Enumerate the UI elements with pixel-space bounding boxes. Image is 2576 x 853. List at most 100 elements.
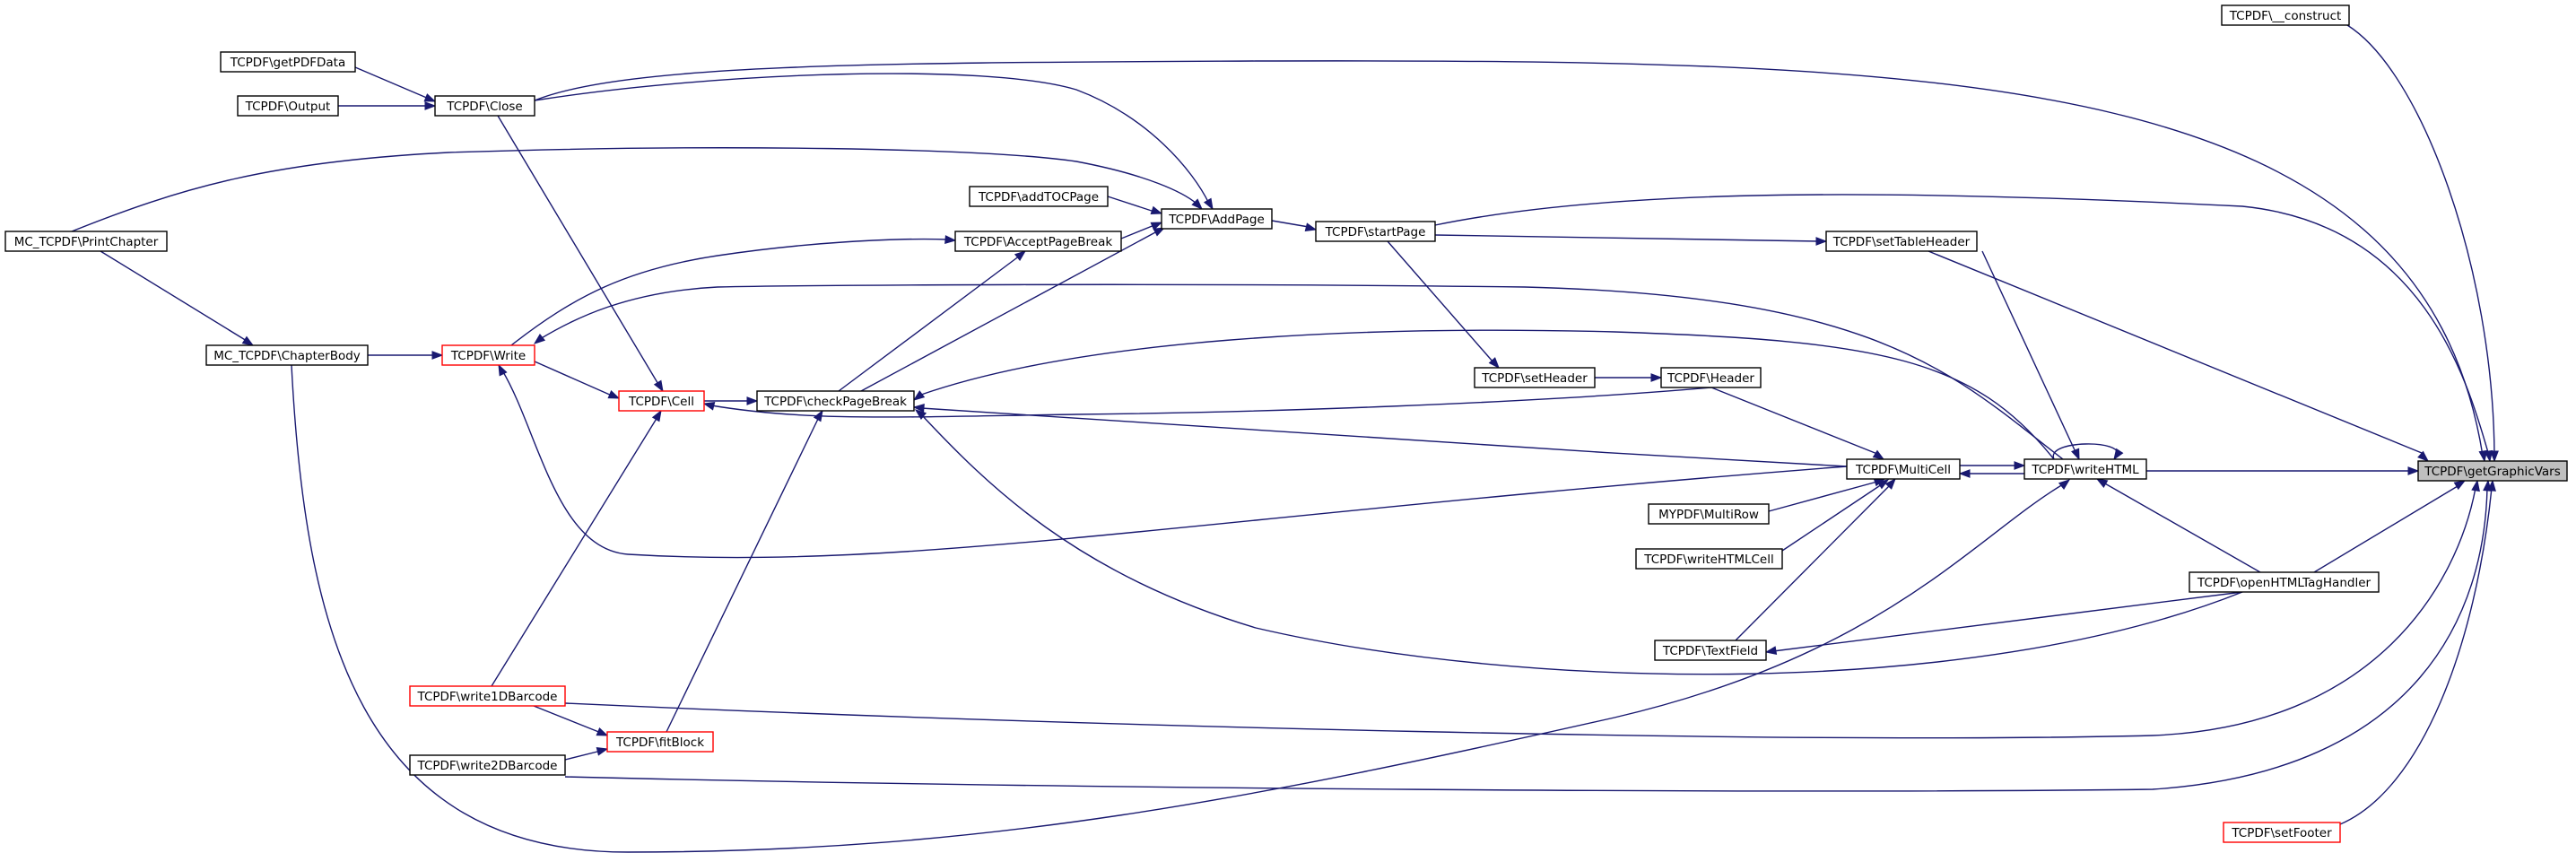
edge-line [533, 705, 602, 734]
arrowhead-icon [912, 390, 926, 401]
node-openHTMLTagHandler[interactable]: TCPDF\openHTMLTagHandler [2189, 571, 2380, 593]
node-construct[interactable]: TCPDF\__construct [2221, 4, 2350, 26]
arrowhead-icon [944, 235, 957, 244]
node-label: TCPDF\addTOCPage [978, 190, 1099, 205]
arrowhead-icon [596, 747, 609, 756]
node-MultiRow[interactable]: MYPDF\MultiRow [1648, 503, 1770, 525]
edge-line [491, 416, 658, 687]
edge-line [1735, 483, 1892, 641]
node-getPDFData[interactable]: TCPDF\getPDFData [220, 51, 356, 73]
node-box [237, 95, 339, 117]
arrowhead-icon [1150, 205, 1163, 215]
node-box [220, 51, 356, 73]
node-addTOCPage[interactable]: TCPDF\addTOCPage [969, 186, 1109, 207]
edge-MultiCell-to-Write [498, 363, 1848, 559]
arrowhead-icon [2417, 450, 2430, 462]
edge-line [1434, 194, 2490, 457]
arrowhead-icon [1203, 197, 1214, 211]
node-AddPage[interactable]: TCPDF\AddPage [1161, 208, 1273, 230]
edge-Write-to-AcceptPageBreak [510, 235, 957, 346]
edge-line [539, 283, 2064, 460]
edge-line [497, 115, 660, 387]
node-label: MYPDF\MultiRow [1658, 508, 1759, 522]
edge-writeHTML-to-checkPageBreak [912, 329, 2055, 460]
node-Write[interactable]: TCPDF\Write [441, 344, 535, 366]
edge-getPDFData-to-Close [354, 66, 437, 102]
node-AcceptPageBreak[interactable]: TCPDF\AcceptPageBreak [954, 231, 1122, 252]
node-label: TCPDF\Close [446, 100, 523, 114]
node-label: TCPDF\setTableHeader [1832, 235, 1971, 249]
node-Close[interactable]: TCPDF\Close [434, 95, 535, 117]
edge-Close-to-Cell [497, 115, 664, 393]
node-PrintChapter[interactable]: MC_TCPDF\PrintChapter [4, 231, 168, 252]
node-setFooter[interactable]: TCPDF\setFooter [2223, 822, 2341, 843]
edge-Close-to-getGraphicVars [534, 60, 2488, 463]
arrowhead-icon [498, 363, 508, 377]
edge-line [838, 255, 1021, 392]
arrowhead-icon [1764, 646, 1778, 655]
edge-line [2339, 487, 2493, 825]
arrowhead-icon [2478, 449, 2488, 463]
edge-openHTMLTagHandler-to-checkPageBreak [914, 409, 2243, 675]
node-write2DBarcode[interactable]: TCPDF\write2DBarcode [409, 754, 566, 776]
node-writeHTMLCell[interactable]: TCPDF\writeHTMLCell [1635, 548, 1783, 570]
edge-line [1120, 224, 1155, 239]
edge-openHTMLTagHandler-to-writeHTML [2095, 478, 2261, 573]
arrowhead-icon [2095, 478, 2109, 489]
node-box [1660, 367, 1762, 388]
node-box [618, 390, 705, 412]
node-startPage[interactable]: TCPDF\startPage [1315, 221, 1436, 242]
node-box [1648, 503, 1770, 525]
node-box [606, 731, 714, 753]
graph-nodes: TCPDF\getGraphicVars TCPDF\__constructTCP… [4, 4, 2568, 843]
arrowhead-icon [1884, 477, 1896, 490]
edge-line [291, 364, 2064, 853]
edge-line [564, 750, 602, 761]
node-label: TCPDF\fitBlock [615, 735, 704, 750]
edge-line [510, 238, 949, 346]
node-getGraphicVars[interactable]: TCPDF\getGraphicVars [2417, 460, 2568, 482]
node-box [969, 186, 1109, 207]
node-box [409, 685, 566, 707]
node-label: TCPDF\getGraphicVars [2424, 465, 2561, 479]
arrowhead-icon [2484, 449, 2493, 463]
node-setTableHeader[interactable]: TCPDF\setTableHeader [1825, 231, 1978, 252]
node-TextField[interactable]: TCPDF\TextField [1654, 640, 1767, 661]
node-label: TCPDF\write2DBarcode [416, 759, 557, 773]
node-Cell[interactable]: TCPDF\Cell [618, 390, 705, 412]
arrowhead-icon [813, 409, 823, 422]
edge-openHTMLTagHandler-to-TextField [1764, 591, 2243, 655]
edge-line [534, 73, 1210, 205]
node-setHeader[interactable]: TCPDF\setHeader [1474, 367, 1596, 388]
node-ChapterBody[interactable]: MC_TCPDF\ChapterBody [205, 344, 369, 366]
arrowhead-icon [2407, 466, 2420, 475]
node-MultiCell[interactable]: TCPDF\MultiCell [1846, 458, 1961, 480]
node-fitBlock[interactable]: TCPDF\fitBlock [606, 731, 714, 753]
node-Output[interactable]: TCPDF\Output [237, 95, 339, 117]
edge-writeHTML-to-getGraphicVars [2146, 466, 2420, 475]
arrowhead-icon [1872, 449, 1885, 460]
node-label: TCPDF\write1DBarcode [416, 690, 557, 704]
edge-checkPageBreak-to-AddPage [860, 227, 1166, 392]
edge-writeHTMLCell-to-MultiCell [1781, 479, 1890, 552]
edge-PrintChapter-to-AddPage [71, 147, 1203, 232]
edge-line [1928, 250, 2423, 454]
node-label: TCPDF\Header [1667, 371, 1754, 386]
node-writeHTML[interactable]: TCPDF\writeHTML [2023, 458, 2147, 480]
graph-edges [71, 24, 2499, 853]
node-box [434, 95, 535, 117]
arrowhead-icon [533, 333, 546, 344]
node-label: TCPDF\AcceptPageBreak [963, 235, 1113, 249]
node-box [1635, 548, 1783, 570]
edge-write1DBarcode-to-Cell [491, 409, 662, 687]
node-box [1654, 640, 1767, 661]
edge-openHTMLTagHandler-to-getGraphicVars [2313, 480, 2467, 573]
arrowhead-icon [2490, 450, 2499, 463]
node-write1DBarcode[interactable]: TCPDF\write1DBarcode [409, 685, 566, 707]
node-label: TCPDF\setFooter [2231, 826, 2332, 840]
node-Header[interactable]: TCPDF\Header [1660, 367, 1762, 388]
node-label: TCPDF\openHTMLTagHandler [2197, 576, 2371, 590]
node-checkPageBreak[interactable]: TCPDF\checkPageBreak [756, 390, 915, 412]
edge-line [2052, 443, 2119, 460]
arrowhead-icon [1488, 357, 1500, 370]
